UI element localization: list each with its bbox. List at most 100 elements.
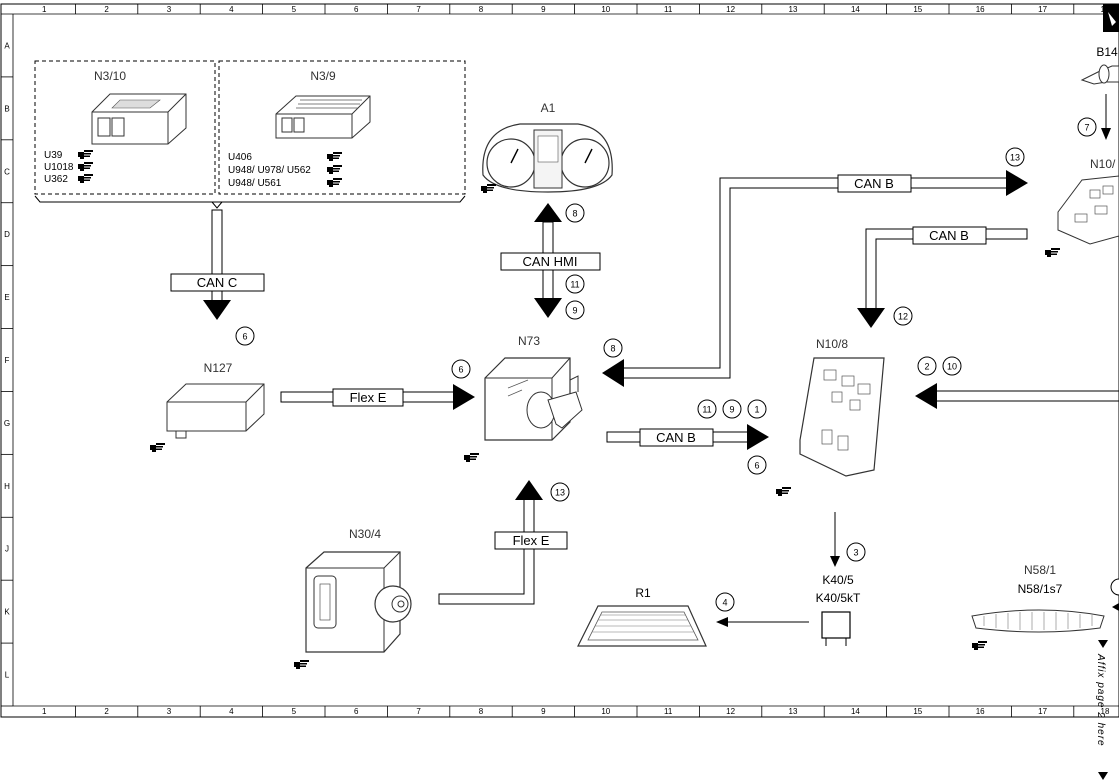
n3-9-code-2: U948/ U978/ U562 (228, 165, 311, 176)
n3-9-code-1: U406 (228, 152, 252, 163)
ignition-switch-icon (484, 357, 583, 441)
reference-hand-icon (78, 162, 93, 171)
component-k40[interactable]: K40/5 K40/5kT (816, 573, 861, 646)
grid-column-label: 10 (601, 5, 610, 14)
grid-row-label: A (4, 41, 10, 50)
n3-9-label: N3/9 (310, 69, 336, 83)
bus-flex-e-left: Flex E 6 (280, 359, 475, 410)
n58-label-1: N58/1 (1024, 563, 1056, 577)
grid-row-label: E (4, 293, 9, 302)
marker-12: 12 (898, 312, 908, 322)
component-n58-1[interactable]: N58/1 N58/1s7 (971, 563, 1119, 650)
arrow-up-icon (534, 203, 562, 222)
marker-8: 8 (610, 344, 615, 354)
grid-column-label: 5 (292, 5, 297, 14)
can-b-top-label: CAN B (854, 176, 894, 191)
can-b-mid-label: CAN B (656, 430, 696, 445)
marker-6: 6 (458, 365, 463, 375)
grid-column-label: 5 (292, 707, 297, 716)
marker-6: 6 (242, 332, 247, 342)
can-c-label: CAN C (197, 275, 237, 290)
reference-hand-icon (481, 184, 496, 193)
bus-can-b-top: CAN B 13 8 (602, 147, 1028, 387)
grid-column-label: 13 (789, 5, 798, 14)
grid-column-label: 12 (726, 707, 735, 716)
reference-hand-icon (327, 152, 342, 161)
reference-hand-icon (776, 487, 791, 496)
reference-hand-icon (294, 660, 309, 669)
component-n10[interactable]: N10/ (1045, 157, 1119, 257)
grid-column-label: 17 (1038, 707, 1047, 716)
marker-9: 9 (572, 306, 577, 316)
arrow-down-icon (1101, 128, 1111, 140)
arrow-down-icon (534, 298, 562, 318)
grid-row-label: D (4, 230, 10, 239)
grid-row-label: J (5, 545, 9, 554)
grid-column-label: 10 (601, 707, 610, 716)
arrow-down-icon (857, 308, 885, 328)
grid-column-label: 1 (42, 5, 47, 14)
grid-column-label: 11 (664, 5, 673, 14)
n73-label: N73 (518, 334, 540, 348)
affix-page-note: Affix page 2 here (1095, 653, 1106, 747)
engine-ecu-group (34, 60, 466, 209)
grid-row-label: B (4, 104, 9, 113)
grid-column-label: 11 (664, 707, 673, 716)
grid-row-label: L (5, 671, 10, 680)
bus-can-c: CAN C 6 (170, 209, 265, 346)
grid-column-label: 15 (913, 5, 922, 14)
grid-column-label: 16 (976, 707, 985, 716)
component-b14[interactable]: B14 7 (1077, 4, 1119, 140)
arrow-left-icon (716, 617, 728, 627)
component-n3-9[interactable]: N3/9 U406 U948/ U978/ U562 U948/ U561 (228, 69, 371, 189)
n58-label-2: N58/1s7 (1018, 582, 1063, 596)
reference-hand-icon (78, 150, 93, 159)
link-k40: 3 (830, 512, 866, 567)
grid-row-label: F (5, 356, 10, 365)
marker-7: 7 (1084, 123, 1089, 133)
n30-4-label: N30/4 (349, 527, 381, 541)
marker-8: 8 (572, 209, 577, 219)
grid-column-label: 14 (851, 707, 860, 716)
grid-column-label: 17 (1038, 5, 1047, 14)
flex-e-bottom-label: Flex E (513, 533, 550, 548)
reference-hand-icon (972, 641, 987, 650)
component-n10-8[interactable]: N10/8 (776, 337, 885, 496)
n10-8-label: N10/8 (816, 337, 848, 351)
component-r1[interactable]: R1 (577, 586, 707, 647)
arrow-right-icon (747, 424, 769, 450)
component-a1[interactable]: A1 (481, 101, 613, 193)
arrow-right-icon (1006, 170, 1028, 196)
marker-1: 1 (754, 405, 759, 415)
grid-column-label: 14 (851, 5, 860, 14)
bus-can-b-mid: CAN B 11 9 1 6 (606, 399, 769, 475)
component-n127[interactable]: N127 (150, 361, 265, 452)
component-n73[interactable]: N73 (464, 334, 583, 462)
marker-13: 13 (555, 488, 565, 498)
reference-hand-icon (327, 178, 342, 187)
control-unit-icon (799, 357, 885, 477)
grid-row-label: H (4, 482, 10, 491)
grid-row-label: C (4, 167, 10, 176)
component-n30-4[interactable]: N30/4 (294, 527, 412, 669)
grid-column-label: 7 (416, 5, 421, 14)
component-n3-10[interactable]: N3/10 U39 U1018 U362 (44, 69, 187, 185)
n3-10-code-3: U362 (44, 174, 68, 185)
reference-hand-icon (150, 443, 165, 452)
grid-column-label: 8 (479, 5, 484, 14)
grid-column-label: 9 (541, 5, 546, 14)
grid-column-label: 15 (913, 707, 922, 716)
grid-column-label: 13 (789, 707, 798, 716)
bus-can-b-right: CAN B 12 (857, 226, 1028, 328)
grid-frame: 1122334455667788991010111112121313141415… (0, 3, 1119, 718)
module-box-icon (166, 383, 265, 439)
grid-column-label: 8 (479, 707, 484, 716)
ecu-module-icon (91, 93, 187, 145)
marker-6: 6 (754, 461, 759, 471)
marker-4: 4 (722, 598, 727, 608)
marker-3: 3 (853, 548, 858, 558)
grid-row-label: G (4, 419, 10, 428)
b14-label: B14 (1096, 45, 1118, 59)
grid-column-label: 3 (167, 5, 172, 14)
